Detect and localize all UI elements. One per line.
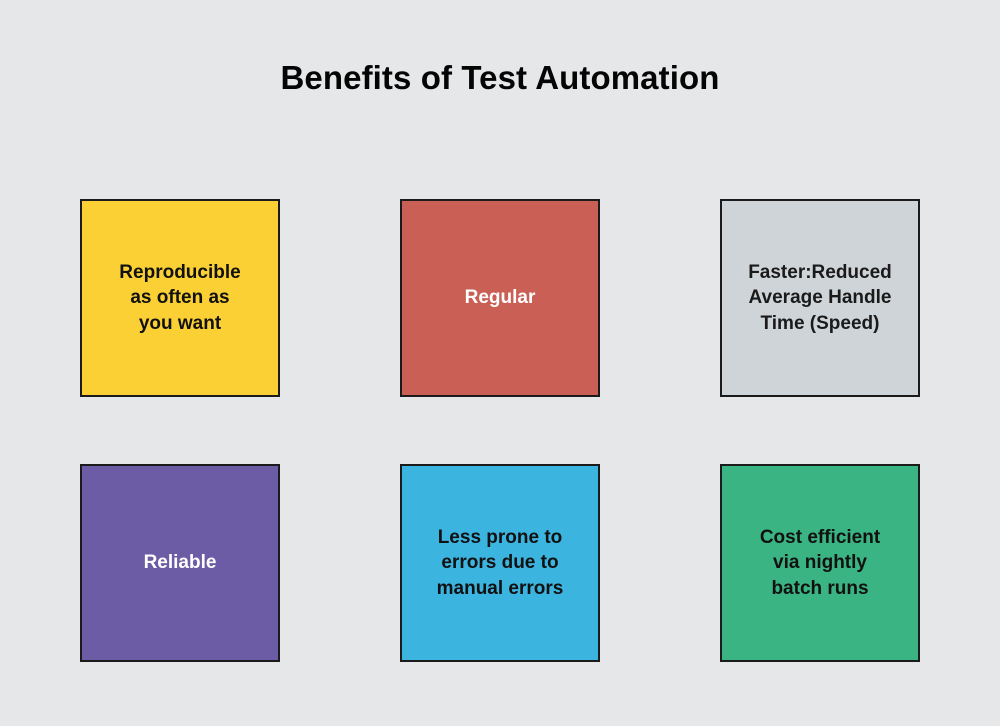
page-title: Benefits of Test Automation <box>280 59 720 96</box>
card-label: Faster:Reduced Average Handle Time (Spee… <box>748 262 892 334</box>
card-label: Less prone to errors due to manual error… <box>436 527 564 599</box>
card-faster[interactable]: Faster:Reduced Average Handle Time (Spee… <box>720 199 920 397</box>
card-label: Reproducible as often as you want <box>119 262 241 334</box>
card-label: Cost efficient via nightly batch runs <box>759 527 881 599</box>
card-label: Reliable <box>143 552 217 574</box>
benefits-card-grid: Reproducible as often as you want Regular… <box>80 199 920 663</box>
card-reproducible[interactable]: Reproducible as often as you want <box>80 199 280 397</box>
card-reliable[interactable]: Reliable <box>80 464 280 662</box>
card-less-prone-to-errors[interactable]: Less prone to errors due to manual error… <box>400 464 600 662</box>
card-regular[interactable]: Regular <box>400 199 600 397</box>
card-label: Regular <box>464 287 536 309</box>
card-cost-efficient[interactable]: Cost efficient via nightly batch runs <box>720 464 920 662</box>
